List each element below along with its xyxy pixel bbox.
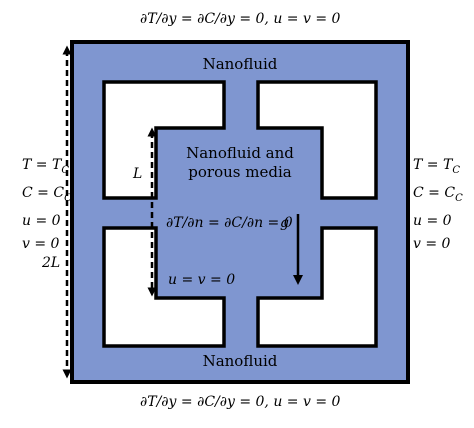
center-region-label: Nanofluid and porous media: [170, 144, 310, 182]
corner-block-top-right: [256, 80, 378, 200]
right-concentration-condition: C = CC: [413, 184, 463, 204]
center-region-label-line2: porous media: [188, 163, 292, 181]
left-u-condition: u = 0: [22, 212, 61, 229]
corner-block-bottom-right: [256, 226, 378, 348]
right-temperature-condition: T = TC: [413, 157, 460, 176]
center-region-label-line1: Nanofluid and: [186, 144, 294, 162]
left-temperature-condition: T = TC: [22, 157, 69, 176]
left-boundary-conditions: T = TC C = CC u = 0 v = 0: [22, 154, 72, 256]
inner-dimension-label: L: [133, 166, 143, 182]
inner-wall-condition: u = v = 0: [168, 272, 236, 288]
outer-dimension-label: 2L: [42, 255, 61, 271]
right-u-condition: u = 0: [413, 212, 452, 229]
right-v-condition: v = 0: [413, 235, 451, 252]
outer-region-label-top: Nanofluid: [202, 55, 278, 73]
left-concentration-condition: C = CC: [22, 184, 72, 204]
right-boundary-conditions: T = TC C = CC u = 0 v = 0: [413, 154, 463, 256]
outer-region-label-bottom: Nanofluid: [202, 352, 278, 370]
gravity-label: g: [280, 215, 289, 231]
left-v-condition: v = 0: [22, 235, 60, 252]
top-boundary-condition: ∂T/∂y = ∂C/∂y = 0, u = v = 0: [140, 11, 341, 27]
bottom-boundary-condition: ∂T/∂y = ∂C/∂y = 0, u = v = 0: [140, 394, 341, 410]
interface-condition: ∂T/∂n = ∂C/∂n = 0: [166, 215, 293, 231]
